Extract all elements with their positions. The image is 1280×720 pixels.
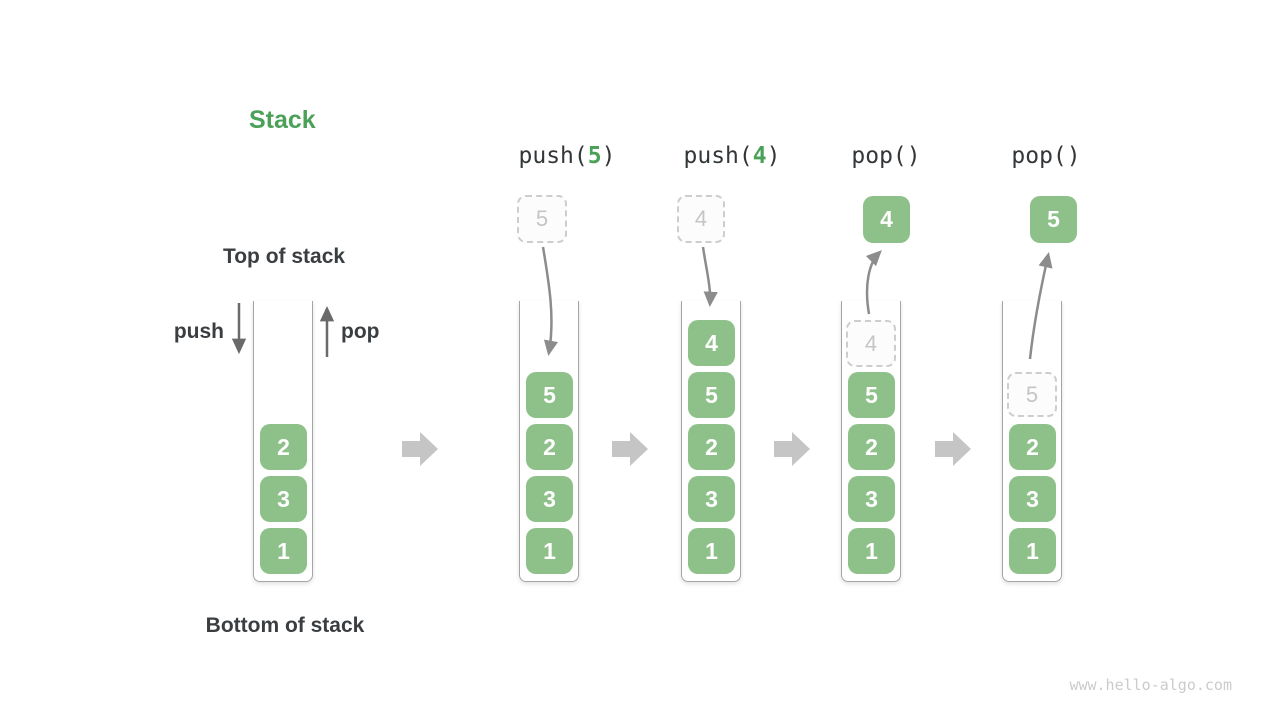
- step-arrow-icon: [612, 432, 648, 466]
- stack-vessel-push-5: [519, 301, 579, 582]
- operation-label-pop-2: pop(): [1011, 143, 1080, 169]
- site-watermark: www.hello-algo.com: [1069, 676, 1232, 694]
- stack-item: 1: [1009, 528, 1056, 574]
- stack-vessel-pop-1: [841, 301, 901, 582]
- stack-item: 2: [260, 424, 307, 470]
- step-arrow-icon: [935, 432, 971, 466]
- stack-item: 3: [260, 476, 307, 522]
- removed-item-ghost: 5: [1007, 372, 1057, 417]
- stack-item: 3: [848, 476, 895, 522]
- stack-item: 2: [848, 424, 895, 470]
- push-label: push: [173, 320, 224, 343]
- step-arrow-icon: [774, 432, 810, 466]
- stack-item: 3: [1009, 476, 1056, 522]
- incoming-item-ghost: 5: [517, 195, 567, 243]
- stack-item: 2: [1009, 424, 1056, 470]
- stack-item: 1: [848, 528, 895, 574]
- popped-item: 5: [1030, 196, 1077, 243]
- op-text: pop(): [851, 143, 921, 169]
- stack-item: 3: [688, 476, 735, 522]
- op-argument: 5: [587, 143, 602, 169]
- operation-label-push-4: push(4): [684, 143, 781, 169]
- removed-item-ghost: 4: [846, 320, 896, 367]
- stack-vessel-push-4: [681, 301, 741, 582]
- op-text: pop(): [1011, 143, 1081, 169]
- operation-label-push-5: push(5): [519, 143, 616, 169]
- stack-item: 5: [688, 372, 735, 418]
- stack-item: 2: [688, 424, 735, 470]
- stack-item: 5: [526, 372, 573, 418]
- stack-item: 1: [260, 528, 307, 574]
- top-of-stack-label: Top of stack: [222, 245, 346, 268]
- operation-label-pop-1: pop(): [851, 143, 920, 169]
- popped-item: 4: [863, 196, 910, 243]
- stack-item: 5: [848, 372, 895, 418]
- diagram-title: Stack: [249, 106, 316, 134]
- stack-item: 1: [526, 528, 573, 574]
- stack-vessel-initial: [253, 301, 313, 582]
- op-text: push(: [518, 143, 588, 169]
- incoming-item-ghost: 4: [677, 195, 725, 243]
- stack-vessel-pop-2: [1002, 301, 1062, 582]
- op-text: push(: [683, 143, 753, 169]
- op-text: ): [766, 143, 781, 169]
- stack-item: 3: [526, 476, 573, 522]
- stack-item: 1: [688, 528, 735, 574]
- push-motion-arrow-icon: [701, 246, 718, 308]
- op-argument: 4: [752, 143, 767, 169]
- pop-label: pop: [341, 320, 380, 343]
- op-text: ): [601, 143, 616, 169]
- stack-item: 2: [526, 424, 573, 470]
- bottom-of-stack-label: Bottom of stack: [205, 614, 365, 637]
- stack-item: 4: [688, 320, 735, 366]
- step-arrow-icon: [402, 432, 438, 466]
